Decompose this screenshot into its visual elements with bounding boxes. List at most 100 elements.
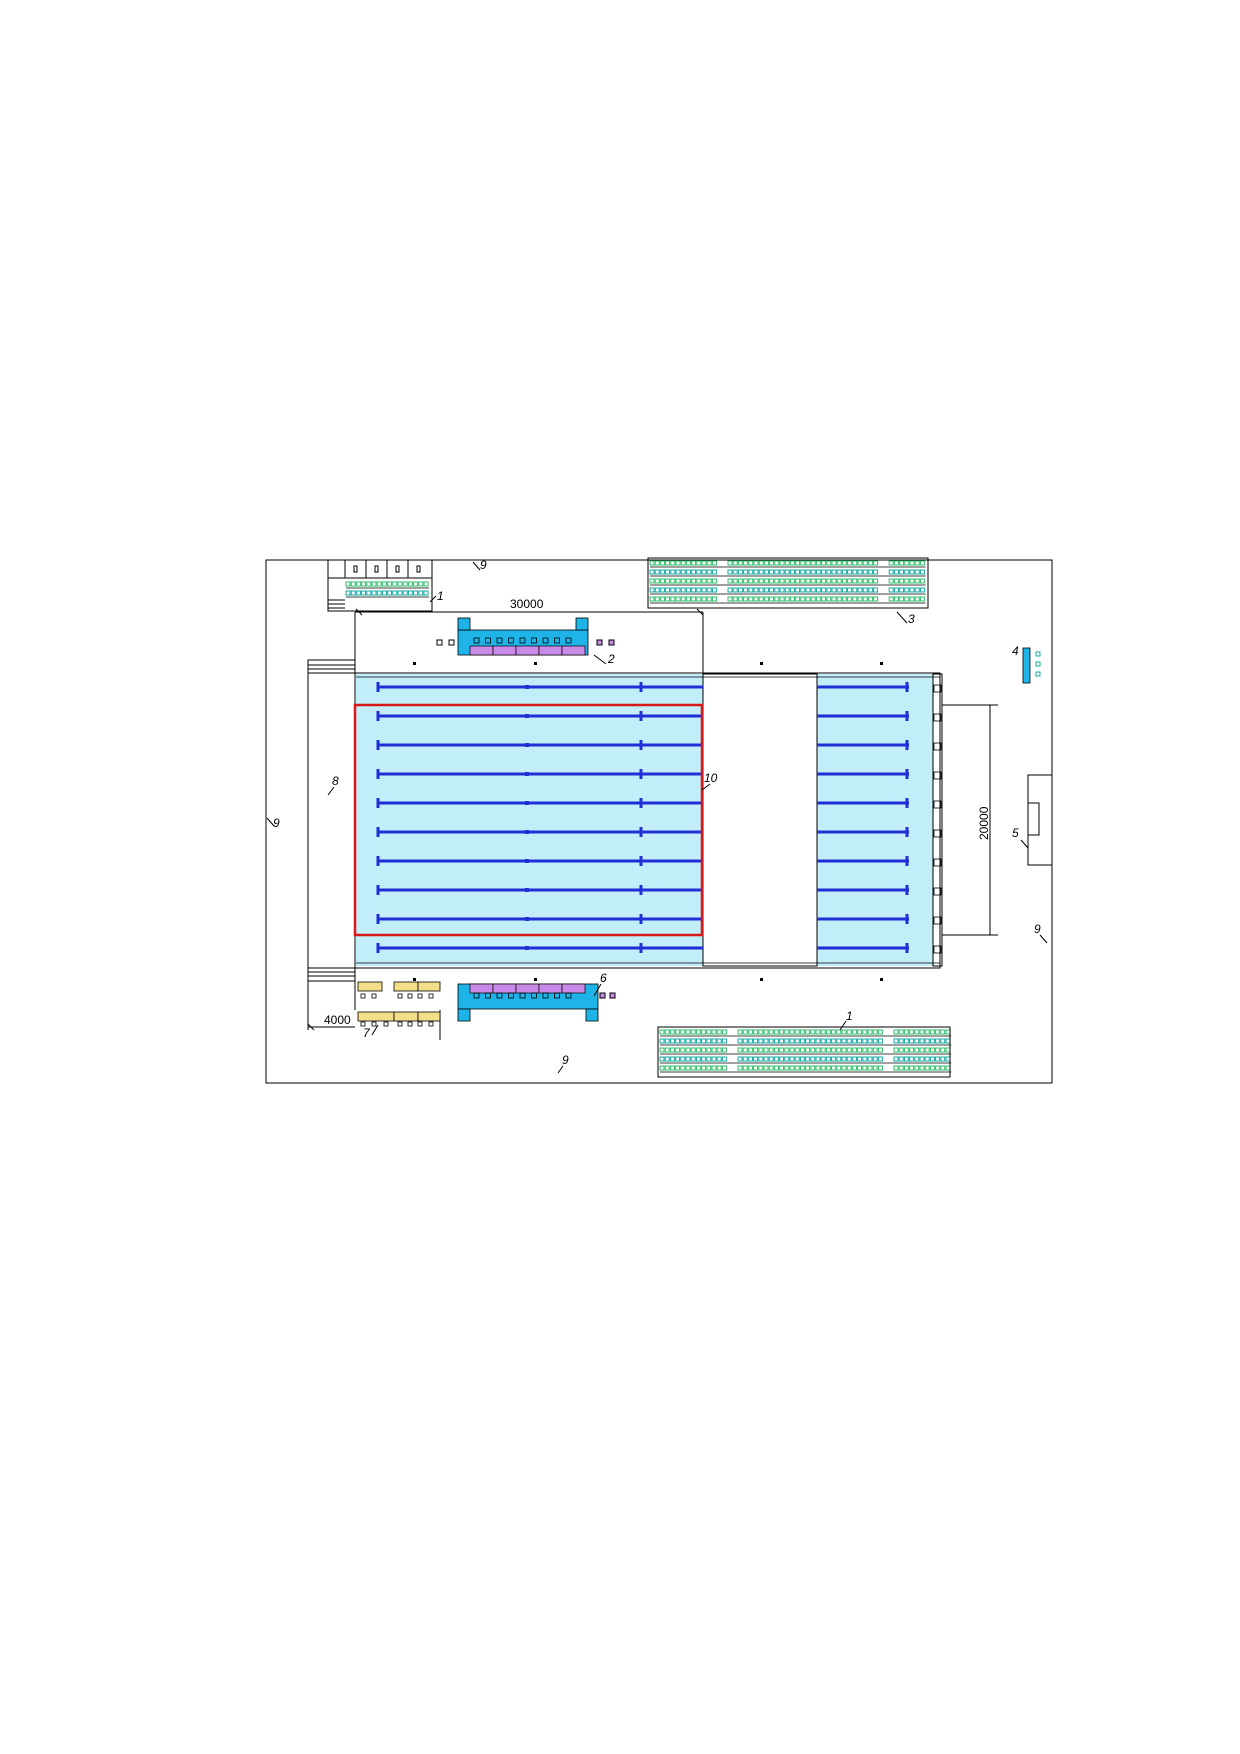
seat bbox=[685, 1038, 691, 1044]
seat bbox=[898, 1056, 904, 1062]
seat bbox=[685, 1065, 691, 1071]
seat bbox=[919, 1029, 925, 1035]
official-chair bbox=[397, 1021, 403, 1027]
officials-tables bbox=[357, 981, 441, 1027]
seat bbox=[690, 1065, 696, 1071]
seat bbox=[899, 560, 905, 566]
deck-post bbox=[413, 662, 416, 665]
seat bbox=[737, 1047, 743, 1053]
seat bbox=[945, 1038, 951, 1044]
seat bbox=[826, 596, 832, 602]
callout-9-right: 9 bbox=[1034, 922, 1041, 936]
seat bbox=[701, 560, 707, 566]
lane-marker bbox=[525, 830, 529, 834]
seat bbox=[929, 1047, 935, 1053]
seat bbox=[711, 560, 717, 566]
seat bbox=[851, 1056, 857, 1062]
seat bbox=[753, 1047, 759, 1053]
seat bbox=[815, 1047, 821, 1053]
seat bbox=[732, 596, 738, 602]
seat bbox=[685, 560, 691, 566]
seat bbox=[904, 569, 910, 575]
seat bbox=[784, 596, 790, 602]
seat bbox=[784, 1065, 790, 1071]
seat bbox=[847, 587, 853, 593]
seat bbox=[893, 1047, 899, 1053]
seat bbox=[742, 1056, 748, 1062]
seat bbox=[789, 569, 795, 575]
seat bbox=[919, 1065, 925, 1071]
chair bbox=[608, 639, 615, 646]
seat bbox=[862, 578, 868, 584]
seat bbox=[867, 1047, 873, 1053]
seat bbox=[376, 590, 382, 596]
judges-stand-bottom bbox=[457, 983, 599, 1022]
violet-panel bbox=[492, 983, 517, 994]
seat bbox=[867, 587, 873, 593]
chair bbox=[565, 992, 572, 999]
seat bbox=[805, 1047, 811, 1053]
seat bbox=[732, 587, 738, 593]
seat bbox=[929, 1056, 935, 1062]
seat bbox=[795, 587, 801, 593]
seat bbox=[904, 587, 910, 593]
seat bbox=[914, 1065, 920, 1071]
seat bbox=[691, 587, 697, 593]
seat bbox=[935, 1047, 941, 1053]
seat bbox=[914, 1047, 920, 1053]
seat bbox=[659, 1029, 665, 1035]
seat bbox=[748, 560, 754, 566]
seat bbox=[654, 578, 660, 584]
seat bbox=[862, 1065, 868, 1071]
seat bbox=[763, 1038, 769, 1044]
seat bbox=[748, 587, 754, 593]
seat bbox=[893, 596, 899, 602]
seat bbox=[826, 569, 832, 575]
seat bbox=[366, 590, 372, 596]
seat bbox=[799, 1038, 805, 1044]
seat bbox=[794, 1065, 800, 1071]
seat bbox=[898, 1038, 904, 1044]
seat bbox=[862, 1029, 868, 1035]
seat bbox=[841, 1047, 847, 1053]
seat bbox=[784, 1047, 790, 1053]
seat bbox=[841, 1038, 847, 1044]
seat bbox=[747, 1056, 753, 1062]
seat bbox=[831, 569, 837, 575]
lane-marker bbox=[525, 685, 529, 689]
seat bbox=[945, 1056, 951, 1062]
seat bbox=[888, 587, 894, 593]
seat bbox=[799, 1056, 805, 1062]
seat bbox=[857, 1029, 863, 1035]
seat bbox=[654, 596, 660, 602]
official-chair bbox=[417, 993, 423, 999]
seat bbox=[810, 1029, 816, 1035]
official-chair bbox=[360, 993, 366, 999]
seat bbox=[779, 560, 785, 566]
seat bbox=[888, 596, 894, 602]
seat bbox=[924, 1056, 930, 1062]
seat bbox=[831, 1056, 837, 1062]
seat bbox=[716, 1047, 722, 1053]
seat bbox=[805, 596, 811, 602]
pool-water-main bbox=[356, 674, 703, 966]
seat bbox=[397, 590, 403, 596]
seat bbox=[402, 581, 408, 587]
seat bbox=[888, 578, 894, 584]
seat bbox=[810, 578, 816, 584]
seat bbox=[919, 560, 925, 566]
chair bbox=[609, 992, 616, 999]
seat bbox=[706, 587, 712, 593]
seat bbox=[815, 578, 821, 584]
seat bbox=[753, 569, 759, 575]
seat bbox=[345, 581, 351, 587]
seat bbox=[748, 596, 754, 602]
lane-marker bbox=[525, 946, 529, 950]
seat bbox=[810, 560, 816, 566]
lane-marker bbox=[525, 917, 529, 921]
highlighted-zone bbox=[353, 703, 704, 937]
callout-4: 4 bbox=[1012, 644, 1019, 658]
seat bbox=[914, 587, 920, 593]
seat bbox=[789, 1038, 795, 1044]
seat bbox=[690, 1056, 696, 1062]
